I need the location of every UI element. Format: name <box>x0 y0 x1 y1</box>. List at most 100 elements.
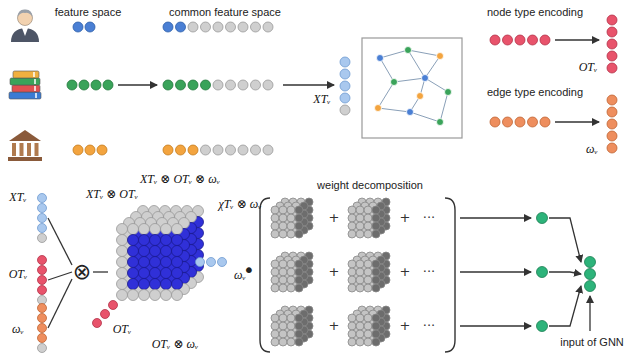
weight-cube-sphere <box>295 276 303 284</box>
arrow <box>555 121 599 122</box>
common-feature-dot <box>213 145 223 155</box>
weight-cube-sphere <box>348 330 356 338</box>
weight-cube-sphere <box>295 206 303 214</box>
input-vector-dot <box>38 204 47 213</box>
tensor-cube-sphere <box>139 257 150 268</box>
common-feature-dot <box>201 80 211 90</box>
weight-cube-sphere <box>271 338 279 346</box>
tensor-cube-sphere <box>172 235 183 246</box>
axis-dot <box>93 319 102 328</box>
weight-cube-sphere <box>271 268 279 276</box>
axis-dot <box>218 258 227 267</box>
weight-cube-sphere <box>271 330 279 338</box>
axis-symbol: OTᵥ <box>113 323 132 337</box>
weight-cube-sphere <box>348 322 356 330</box>
weight-cube-sphere <box>287 230 295 238</box>
feature-dot <box>85 22 95 32</box>
type-encoding <box>490 15 617 153</box>
weight-cube-sphere <box>279 206 287 214</box>
weight-cube-sphere <box>295 222 303 230</box>
symbol-label: XTᵥ <box>9 191 26 205</box>
tensor-product <box>38 194 227 353</box>
common-feature-dot <box>163 145 173 155</box>
axis-label: feature space <box>55 6 122 19</box>
axis-label: common feature space <box>169 6 281 19</box>
tensor-cube-sphere <box>117 268 128 279</box>
tensor-cube-sphere <box>139 290 150 301</box>
wire <box>48 272 72 280</box>
common-feature-dot <box>176 80 186 90</box>
common-feature-dot <box>188 145 198 155</box>
graph-node <box>437 119 444 126</box>
common-feature-dot <box>226 80 236 90</box>
entity-icons <box>8 9 42 161</box>
node-type-dot <box>490 35 500 45</box>
weight-cube-sphere <box>348 284 356 292</box>
node-type-dot <box>607 27 617 37</box>
feature-vector-dot <box>340 57 350 67</box>
weight-cube-sphere <box>271 230 279 238</box>
arrow <box>460 217 531 218</box>
plane-label: XTᵥ ⊗ OTᵥ <box>86 188 138 202</box>
weight-cube-sphere <box>364 230 372 238</box>
tensor-cube-sphere <box>172 290 183 301</box>
weight-cube-sphere <box>348 276 356 284</box>
plane-label: OTᵥ ⊗ ωᵥ <box>152 338 199 352</box>
weight-cube-sphere <box>348 260 356 268</box>
books-icon <box>9 92 41 99</box>
bank-icon <box>35 143 39 156</box>
weight-cube-sphere <box>364 222 372 230</box>
tensor-cube-sphere <box>161 235 172 246</box>
weight-cube-sphere <box>364 330 372 338</box>
person-icon <box>18 9 33 17</box>
common-feature-dot <box>176 22 186 32</box>
merge-arrow <box>549 218 581 262</box>
edge-type-dot <box>607 143 617 153</box>
feature-vector-dot <box>340 69 350 79</box>
graph-edge <box>378 108 410 112</box>
tensor-cube-sphere <box>128 290 139 301</box>
tensor-cube-sphere <box>128 235 139 246</box>
graph-edge <box>394 78 425 82</box>
edge-type-dot <box>607 131 617 141</box>
graph-frame <box>362 38 462 138</box>
graph-node <box>417 93 424 100</box>
weight-cube-sphere <box>287 338 295 346</box>
weight-cube-sphere <box>364 338 372 346</box>
plane-label: χTᵥ ⊗ ωᵥ <box>218 198 261 212</box>
feature-dot <box>73 145 83 155</box>
weight-cube-sphere <box>279 222 287 230</box>
weight-cube-sphere <box>356 260 364 268</box>
weight-cube-sphere <box>287 260 295 268</box>
tensor-cube-sphere <box>172 257 183 268</box>
input-vector-dot <box>38 324 47 333</box>
axis-label: node type encoding <box>487 6 583 19</box>
weight-cube-sphere <box>295 322 303 330</box>
common-feature-dot <box>251 80 261 90</box>
weight-cube-sphere <box>295 284 303 292</box>
ellipsis-symbol: ··· <box>423 211 435 226</box>
wire <box>48 279 72 328</box>
tensor-cube-sphere <box>150 224 161 235</box>
graph-edge <box>380 50 408 58</box>
weight-cube-sphere <box>295 338 303 346</box>
operator-symbol: + <box>329 265 340 280</box>
graph-node <box>391 79 398 86</box>
weight-cube-sphere <box>287 268 295 276</box>
edge-type-dot <box>540 117 550 127</box>
weight-cube-sphere <box>287 276 295 284</box>
weight-cube-sphere <box>372 330 380 338</box>
person-icon <box>22 28 28 36</box>
wire <box>93 271 108 272</box>
output-dot <box>537 267 548 278</box>
ellipsis-symbol: ··· <box>423 265 435 280</box>
arrow <box>589 296 590 331</box>
feature-dot <box>103 80 113 90</box>
output-dot <box>537 321 548 332</box>
operator-symbol: ⊗ <box>73 261 91 283</box>
weight-cube-sphere <box>295 214 303 222</box>
feature-dot <box>79 80 89 90</box>
books-icon <box>33 72 35 77</box>
edge-type-dot <box>607 107 617 117</box>
